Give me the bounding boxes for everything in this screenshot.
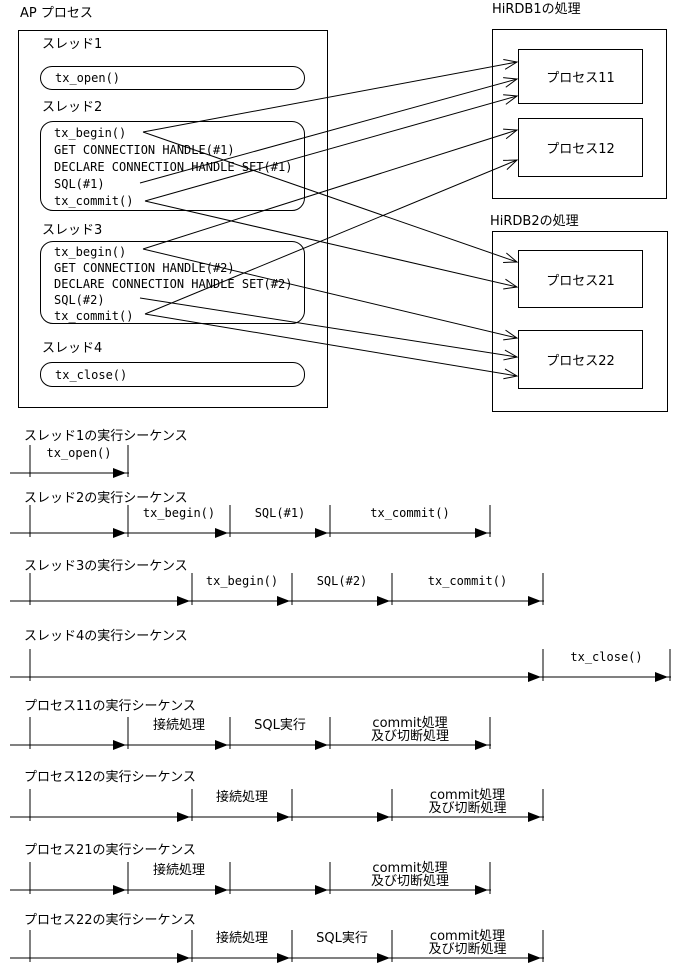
thread1-statement-box: tx_open() [40, 66, 305, 90]
statement-tx-close: tx_close() [55, 367, 128, 382]
thread3-statements: tx_begin() GET CONNECTION HANDLE(#2) DEC… [54, 244, 292, 324]
sequence-arrowhead [215, 885, 228, 895]
sequence-arrowhead [277, 596, 290, 606]
sequence-arrowhead [528, 812, 541, 822]
sequence-arrowhead [177, 596, 190, 606]
sequence-arrowhead [528, 596, 541, 606]
sequence-segment-label: SQL(#2) [316, 574, 368, 588]
connection-arrow [142, 128, 519, 250]
statement-tx-open: tx_open() [55, 71, 121, 85]
thread2-label: スレッド2 [42, 100, 103, 115]
sequence-segment-label: SQL実行 [254, 718, 306, 733]
thread3-label: スレッド3 [42, 223, 103, 238]
sequence-segment-label: commit処理 及び切断処理 [370, 716, 450, 744]
connection-arrow [142, 248, 519, 341]
sequence-segment-label: tx_commit() [427, 574, 508, 588]
sequence-arrowhead [177, 812, 190, 822]
sequence-arrowhead [113, 740, 126, 750]
connection-arrow [144, 159, 519, 315]
sequence-arrowhead [475, 740, 488, 750]
sequence-arrowhead [215, 528, 228, 538]
connection-arrow [139, 297, 519, 361]
thread2-statement-box [40, 121, 305, 211]
sequence-arrowhead [377, 812, 390, 822]
sequence-segment-label: commit処理 及び切断処理 [428, 788, 507, 816]
statement: tx_commit() [54, 309, 134, 323]
process21-label: プロセス21 [546, 273, 615, 289]
process11-box: プロセス11 [518, 49, 643, 104]
hirdb1-title: HiRDB1の処理 [492, 2, 581, 17]
sequence-title-thread2: スレッド2の実行シーケンス [24, 491, 188, 506]
ap-process-title: AP プロセス [20, 6, 93, 21]
sequence-arrowhead [528, 672, 541, 682]
sequence-segment-label: tx_begin() [205, 574, 279, 588]
sequence-title-process22: プロセス22の実行シーケンス [24, 913, 196, 928]
statement: GET CONNECTION HANDLE(#2) [54, 261, 235, 275]
sequence-arrowhead [377, 953, 390, 963]
process22-label: プロセス22 [546, 354, 615, 369]
statement: SQL(#1) [54, 177, 105, 191]
sequence-segment-label: SQL実行 [316, 931, 368, 946]
hirdb2-box [492, 231, 668, 412]
sequence-arrowhead [277, 812, 290, 822]
thread3-statement-box [40, 241, 305, 324]
sequence-title-thread4: スレッド4の実行シーケンス [24, 629, 188, 644]
sequence-segment-label: SQL(#1) [254, 506, 306, 520]
sequence-segment-label: tx_open() [46, 446, 112, 460]
sequence-arrowhead [113, 528, 126, 538]
sequence-title-process12: プロセス12の実行シーケンス [24, 770, 196, 785]
statement: tx_begin() [54, 126, 127, 140]
sequence-arrowhead [315, 740, 328, 750]
connection-arrow [142, 58, 519, 133]
sequence-segment-label: tx_close() [570, 650, 643, 664]
thread4-statement-box: tx_close() [40, 362, 305, 387]
sequence-arrowhead [475, 528, 488, 538]
sequence-title-process11: プロセス11の実行シーケンス [24, 699, 196, 714]
sequence-arrowhead [113, 885, 126, 895]
process11-label: プロセス11 [546, 71, 615, 86]
sequence-segment-label: 接続処理 [152, 863, 206, 878]
sequence-arrowhead [528, 953, 541, 963]
sequence-title-thread3: スレッド3の実行シーケンス [24, 559, 188, 574]
sequence-arrowhead [113, 468, 126, 478]
hirdb1-box [492, 29, 667, 199]
process12-box: プロセス12 [518, 118, 643, 177]
ap-process-box [18, 30, 328, 408]
statement: GET CONNECTION HANDLE(#1) [54, 143, 235, 157]
connection-arrow [144, 313, 519, 380]
process12-label: プロセス12 [546, 142, 615, 157]
connection-arrow [144, 94, 519, 202]
sequence-title-thread1: スレッド1の実行シーケンス [24, 429, 188, 444]
connection-arrow [144, 200, 519, 290]
sequence-segment-label: 接続処理 [215, 931, 269, 946]
sequence-title-process21: プロセス21の実行シーケンス [24, 843, 196, 858]
sequence-segment-label: commit処理 及び切断処理 [370, 861, 450, 889]
sequence-arrowhead [377, 596, 390, 606]
process22-box: プロセス22 [518, 330, 643, 389]
sequence-arrowhead [177, 953, 190, 963]
sequence-arrowhead [315, 885, 328, 895]
sequence-arrowhead [215, 740, 228, 750]
sequence-arrowhead [315, 528, 328, 538]
sequence-segment-label: tx_commit() [370, 506, 450, 520]
sequence-arrowhead [475, 885, 488, 895]
thread1-label: スレッド1 [42, 37, 103, 52]
statement: SQL(#2) [54, 293, 105, 307]
connection-arrow [142, 131, 519, 263]
statement: tx_begin() [54, 245, 127, 259]
statement: tx_commit() [54, 194, 134, 208]
thread4-label: スレッド4 [42, 341, 103, 356]
process21-box: プロセス21 [518, 250, 643, 308]
sequence-segment-label: commit処理 及び切断処理 [428, 929, 507, 957]
sequence-arrowhead [655, 672, 668, 682]
connection-arrow [139, 77, 519, 184]
sequence-segment-label: tx_begin() [142, 506, 216, 520]
statement: DECLARE CONNECTION HANDLE SET(#2) [54, 277, 293, 291]
sequence-arrowhead [277, 953, 290, 963]
sequence-segment-label: 接続処理 [152, 718, 206, 733]
sequence-segment-label: 接続処理 [215, 790, 269, 805]
hirdb2-title: HiRDB2の処理 [490, 214, 579, 229]
